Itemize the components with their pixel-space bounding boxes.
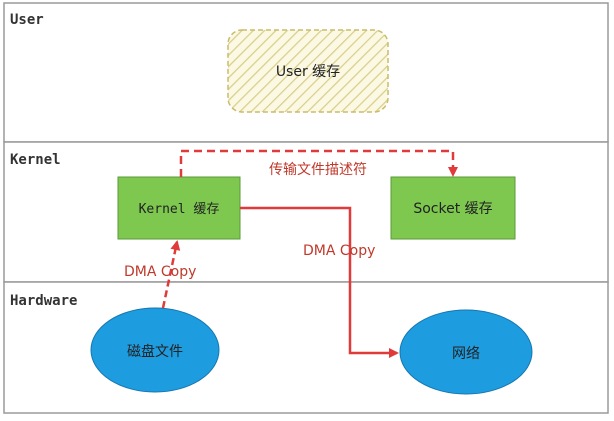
edge-dma-copy-right-arrow <box>240 206 399 358</box>
node-user-cache-label: User 缓存 <box>276 64 340 80</box>
lane-label-hardware: Hardware <box>10 293 77 309</box>
edge-descriptor-arrow <box>179 149 458 177</box>
edge-dma-copy-right-label: DMA Copy <box>303 243 375 259</box>
lane-label-user: User <box>10 12 44 28</box>
node-network <box>399 309 533 395</box>
node-kernel-cache-label: Kernel 缓存 <box>139 202 220 217</box>
lane-label-kernel: Kernel <box>10 152 61 168</box>
edge-dma-copy-left-arrow <box>161 240 181 309</box>
edge-dma-copy-left-label: DMA Copy <box>124 264 196 280</box>
node-disk-file-label: 磁盘文件 <box>127 343 183 360</box>
node-user-cache <box>227 29 389 113</box>
node-kernel-cache <box>117 176 241 240</box>
node-network-label: 网络 <box>452 346 480 362</box>
node-socket-cache <box>390 176 516 240</box>
node-disk-file <box>90 307 220 393</box>
edge-descriptor-label: 传输文件描述符 <box>269 162 367 178</box>
node-socket-cache-label: Socket 缓存 <box>413 201 492 217</box>
